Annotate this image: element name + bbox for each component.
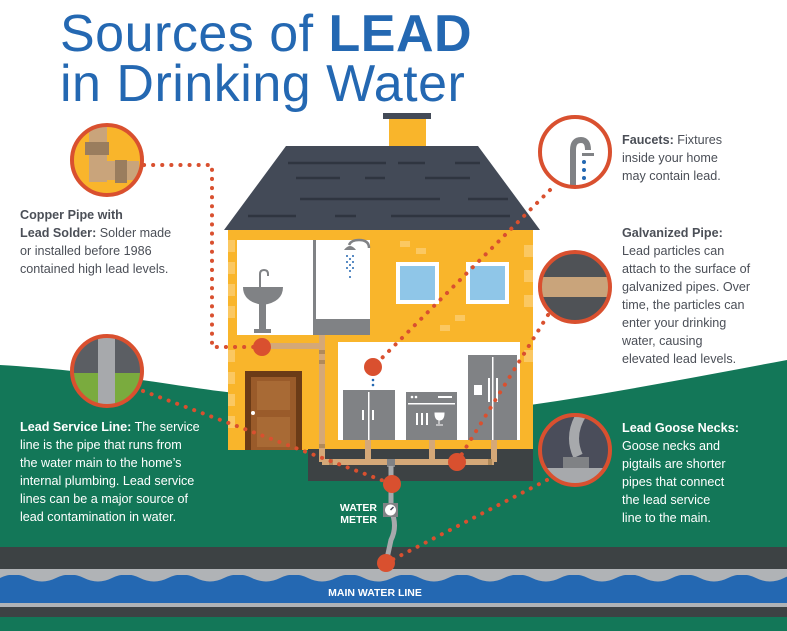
water-meter-icon — [383, 503, 398, 517]
callout-line: pigtails are shorter — [622, 457, 726, 471]
callout-heading: Lead Goose Necks: — [622, 421, 739, 435]
callout-line: or installed before 1986 — [20, 244, 152, 258]
callout-heading: Faucets: — [622, 133, 674, 147]
goose-neck-icon — [538, 413, 612, 487]
callout-line: may contain lead. — [622, 169, 721, 183]
title-line-1: Sources of LEAD — [60, 8, 472, 60]
bathtub — [316, 319, 370, 335]
callout-galvanized-pipe: Galvanized Pipe: Lead particles can atta… — [622, 224, 787, 368]
callout-goose-necks: Lead Goose Necks: Goose necks and pigtai… — [622, 419, 782, 527]
callout-heading: Galvanized Pipe: — [622, 226, 723, 240]
callout-line: inside your home — [622, 151, 718, 165]
callout-line: enter your drinking — [622, 316, 727, 330]
hotspot-galvanized-pipe — [448, 453, 466, 471]
callout-line: attach to the surface of — [622, 262, 751, 276]
callout-body: Fixtures — [677, 133, 723, 147]
callout-line: lead contamination in water. — [20, 510, 177, 524]
callout-line: water, causing — [622, 334, 703, 348]
refrigerator-icon — [468, 355, 517, 440]
title-line-2: in Drinking Water — [60, 55, 466, 113]
callout-line: lines can be a major source of — [20, 492, 189, 506]
brick-texture — [228, 240, 533, 428]
main-water-line-band — [0, 547, 787, 617]
callout-line: elevated lead levels. — [622, 352, 737, 366]
hotspot-faucet — [364, 358, 382, 376]
callout-body: The service — [134, 420, 200, 434]
callout-lead-service-line: Lead Service Line: The service line is t… — [20, 418, 235, 526]
title-prefix: Sources of — [60, 5, 329, 63]
hotspots — [253, 338, 466, 572]
hotspot-goose-neck — [377, 554, 395, 572]
front-door-icon — [245, 371, 302, 450]
callout-line: time, the particles can — [622, 298, 745, 312]
shower-icon — [344, 238, 371, 278]
callout-copper-pipe: Copper Pipe with Lead Solder: Solder mad… — [20, 206, 230, 278]
callout-heading: Copper Pipe with — [20, 208, 123, 222]
hotspot-copper-pipe — [253, 338, 271, 356]
callout-line: line to the main. — [622, 511, 711, 525]
callout-line: galvanized pipes. Over — [622, 280, 751, 294]
water-meter-label-1: WATER — [340, 502, 378, 514]
callout-line: contained high lead levels. — [20, 262, 169, 276]
water-meter-label-2: METER — [340, 514, 377, 526]
callout-heading: Lead Service Line: — [20, 420, 132, 434]
kitchen-cabinet-icon — [343, 390, 395, 440]
callout-heading: Lead Solder: — [20, 226, 97, 240]
callout-line: Lead particles can — [622, 244, 725, 258]
sink-icon — [243, 268, 283, 333]
faucet-icon — [538, 115, 612, 189]
hotspot-service-line — [383, 475, 401, 493]
main-water-line-label: MAIN WATER LINE — [328, 587, 422, 599]
callout-line: Goose necks and — [622, 439, 721, 453]
leader-lines — [141, 163, 552, 565]
callout-line: the water main to the home’s — [20, 456, 182, 470]
window-right — [466, 262, 509, 304]
callout-line: the lead service — [622, 493, 711, 507]
callout-faucets: Faucets: Fixtures inside your home may c… — [622, 131, 782, 185]
roof — [224, 146, 540, 230]
window-left — [396, 262, 439, 304]
galvanized-pipe-icon — [538, 250, 612, 324]
service-line-icon — [70, 334, 144, 408]
title-lead-emphasis: LEAD — [328, 5, 473, 63]
dishwasher-icon — [406, 392, 457, 440]
callout-line: internal plumbing. Lead service — [20, 474, 195, 488]
chimney-icon — [383, 113, 431, 147]
callout-line: line is the pipe that runs from — [20, 438, 182, 452]
copper-pipe-icon — [70, 123, 144, 197]
callout-line: pipes that connect — [622, 475, 725, 489]
callout-body: Solder made — [99, 226, 172, 240]
